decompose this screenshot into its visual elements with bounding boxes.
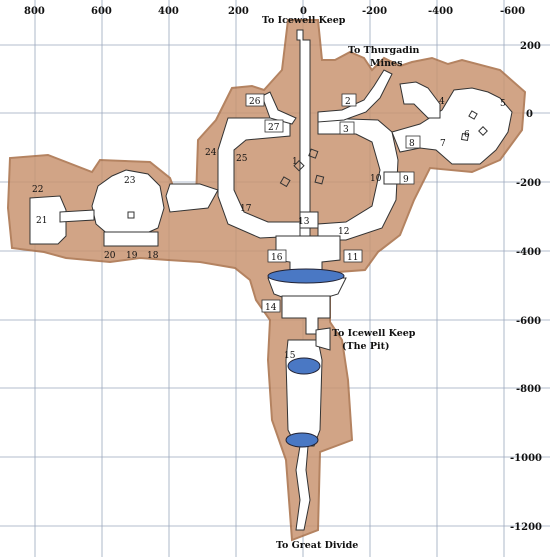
- room-label: 19: [126, 251, 138, 261]
- water-pools: [267, 268, 345, 448]
- y-axis-label: 200: [520, 41, 541, 52]
- label-thurgadin-mines: To Thurgadin: [348, 45, 420, 56]
- x-axis-label: 600: [91, 6, 112, 17]
- room-label: 6: [464, 130, 470, 140]
- room-label: 27: [268, 123, 280, 133]
- y-axis-label: -400: [516, 247, 541, 258]
- x-axis-label: 0: [300, 6, 307, 17]
- room-label: 17: [240, 204, 252, 214]
- room-label: 24: [205, 148, 217, 158]
- y-axis-label: 0: [526, 109, 533, 120]
- label-the-pit: To Icewell Keep: [332, 328, 416, 339]
- y-axis-label: -1000: [510, 453, 542, 464]
- room-label: 18: [147, 251, 159, 261]
- x-axis-label: 800: [24, 6, 45, 17]
- room-label: 12: [338, 227, 349, 237]
- room-label: 16: [271, 253, 283, 263]
- room-label: 2: [345, 97, 351, 107]
- label-icewell-keep: To Icewell Keep: [262, 15, 346, 26]
- y-axis-label: -200: [516, 178, 541, 189]
- room-label: 7: [440, 139, 446, 149]
- room-label: 15: [284, 351, 296, 361]
- room-label: 13: [298, 217, 310, 227]
- y-axis-label: -800: [516, 384, 541, 395]
- x-axis-labels: 800 600 400 200 0 -200 -400 -600: [24, 6, 525, 17]
- room-label: 1: [292, 157, 298, 167]
- room-label: 10: [370, 174, 382, 184]
- y-axis-label: -600: [516, 316, 541, 327]
- label-the-pit-2: (The Pit): [342, 341, 389, 352]
- room-label: 22: [32, 185, 43, 195]
- room-labels: 1 2 3 4 5 6 7 8 9 10 11 12 13 14 15 16 1…: [32, 93, 506, 361]
- room-label: 8: [409, 139, 415, 149]
- room-label: 26: [249, 97, 261, 107]
- room-label: 5: [500, 99, 506, 109]
- x-axis-label: -400: [428, 6, 453, 17]
- place-labels: To Icewell Keep To Thurgadin Mines To Ic…: [262, 15, 420, 551]
- label-great-divide: To Great Divide: [276, 540, 358, 551]
- label-thurgadin-mines-2: Mines: [370, 58, 402, 69]
- cave-features: [127, 110, 488, 219]
- room-label: 9: [403, 175, 409, 185]
- x-axis-label: -200: [362, 6, 387, 17]
- room-label: 21: [36, 216, 47, 226]
- x-axis-label: -600: [500, 6, 525, 17]
- room-label: 23: [124, 176, 136, 186]
- room-label: 3: [343, 125, 349, 135]
- room-label: 14: [265, 303, 277, 313]
- x-axis-label: 200: [228, 6, 249, 17]
- room-label: 11: [347, 253, 358, 263]
- y-axis-label: -1200: [510, 522, 542, 533]
- room-label: 4: [439, 97, 445, 107]
- y-axis-labels: 200 0 -200 -400 -600 -800 -1000 -1200: [510, 41, 542, 533]
- room-label: 25: [236, 154, 248, 164]
- room-label: 20: [104, 251, 116, 261]
- cave-passages: [29, 29, 513, 531]
- x-axis-label: 400: [158, 6, 179, 17]
